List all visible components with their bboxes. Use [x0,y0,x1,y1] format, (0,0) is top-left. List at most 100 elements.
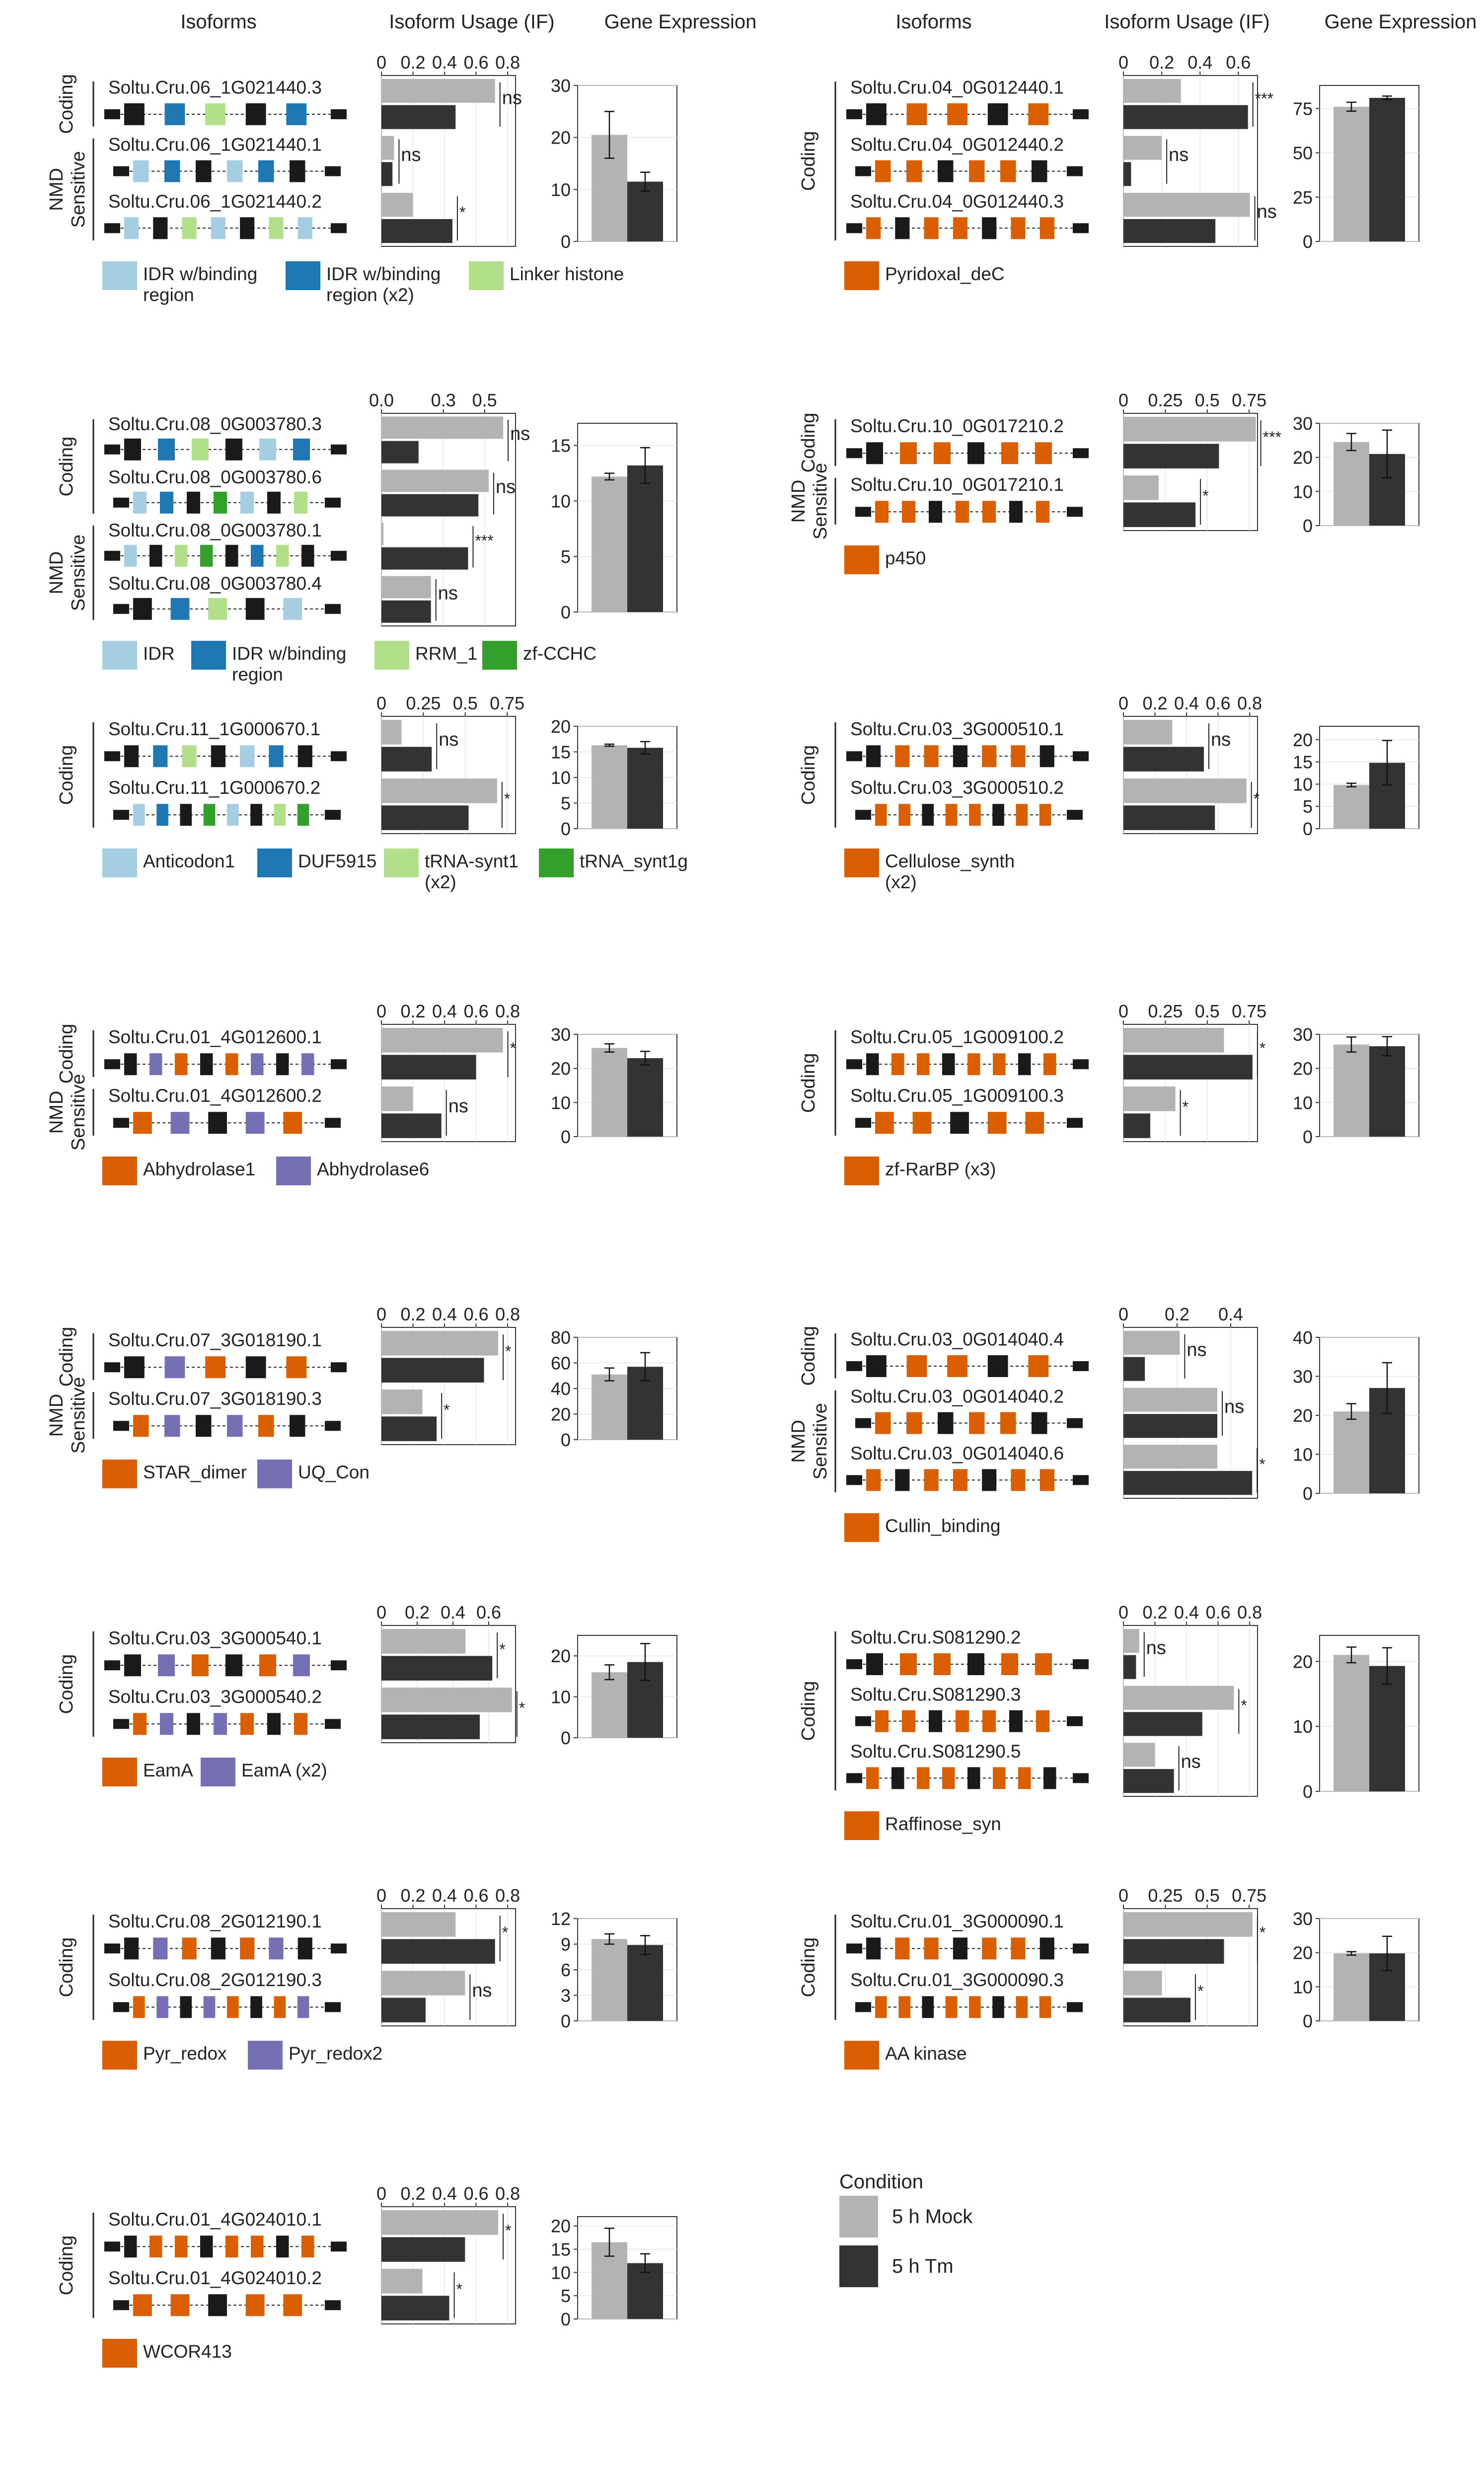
usage-tick-label: 0 [1118,1885,1128,1906]
usage-tick-label: 0.75 [1232,1885,1266,1906]
exon-block [866,1767,879,1789]
exon-block [906,160,922,182]
usage-plot-frame [1123,75,1258,247]
gene-model [846,103,1089,125]
utr-block [325,604,341,614]
exon-block [875,1112,894,1134]
exon-block [891,1767,904,1789]
expression-tick-label: 30 [1293,413,1313,434]
utr-block [331,1362,347,1373]
group-label: NMDSensitive [788,463,831,540]
usage-tick-label: 0.6 [464,1885,489,1906]
utr-block [846,1659,862,1669]
legend-title: Condition [839,2171,924,2193]
exon-block [942,1053,955,1076]
usage-bar-tm [1123,105,1248,129]
utr-block [113,497,129,508]
isoform-id: Soltu.Cru.08_2G012190.1 [108,1911,322,1931]
usage-tick-label: 0.4 [1174,1602,1199,1622]
expression-tick-label: 0 [1303,1127,1313,1147]
exon-block [301,2236,314,2258]
usage-bar-tm [1123,1655,1136,1679]
exon-block [211,1937,225,1960]
significance-label: * [519,1699,525,1717]
isoform-id: Soltu.Cru.01_4G012600.1 [108,1027,322,1047]
domain-label-line: AA kinase [885,2043,967,2064]
gene-model [113,1112,341,1134]
isoform-id: Soltu.Cru.01_3G000090.3 [850,1970,1064,1990]
exon-block [251,2236,264,2258]
usage-bar-tm [381,1939,495,1964]
domain-swatch [844,545,879,574]
utr-block [104,1059,120,1070]
exon-block [967,442,984,464]
utr-block [1073,1361,1089,1371]
domain-label: DUF5915 [298,851,376,871]
exon-block [269,1937,284,1960]
exon-block [227,1415,243,1437]
significance-label: *** [1263,428,1281,446]
usage-tick-label: 0.4 [1187,52,1212,73]
legend-swatch-mock [839,2196,878,2237]
exon-block [1036,1710,1049,1732]
domain-label-line: WCOR413 [143,2341,232,2362]
isoform-id: Soltu.Cru.11_1G000670.2 [108,777,320,798]
exon-block [158,1654,175,1677]
exon-block [182,745,197,768]
exon-block [170,1112,190,1134]
expression-tick-label: 0 [561,1728,571,1748]
utr-block [325,1118,341,1128]
exon-block [967,1053,980,1076]
utr-block [855,2002,871,2012]
group-label-word: Sensitive [68,1377,89,1454]
domain-label: zf-RarBP (x3) [885,1159,996,1179]
utr-block [1073,109,1089,119]
expression-tick-label: 0 [1303,2011,1313,2031]
usage-plot-frame [1123,1625,1258,1797]
group-label-word: Sensitive [810,463,831,540]
usage-tick-label: 0.25 [1148,1001,1183,1021]
exon-block [297,1996,309,2018]
exon-block [1028,1355,1049,1377]
exon-block [133,1415,149,1437]
exon-block [945,804,958,826]
domain-swatch [191,641,226,670]
exon-block [982,501,996,523]
domain-swatch [248,2041,283,2070]
usage-tick-label: 0.5 [453,693,478,713]
exon-block [875,160,891,182]
utr-block [331,1059,347,1070]
exon-block [895,745,910,768]
usage-tick-label: 0.75 [490,693,524,713]
exon-block [124,1356,145,1379]
expression-bar-mock [1334,106,1369,241]
exon-block [953,745,967,768]
expression-tick-label: 5 [561,2286,571,2306]
exon-block [969,1996,981,2018]
exon-block [274,804,286,826]
utr-block [855,1118,871,1128]
domain-label: WCOR413 [143,2341,232,2362]
utr-block [1067,1716,1083,1726]
usage-tick-label: 0 [376,1304,386,1324]
usage-tick-label: 0 [1118,1304,1128,1324]
usage-bar-mock [1123,1971,1162,1996]
usage-tick-label: 0.3 [431,390,456,410]
gene-model [846,442,1089,464]
domain-label: Cellulose_synth(x2) [885,851,1015,892]
usage-bar-tm [1123,1939,1224,1964]
usage-bar-tm [1123,1998,1190,2022]
gene-model [846,1937,1089,1960]
exon-block [1039,217,1054,239]
expression-bar-tm [1369,1666,1405,1791]
exon-block [992,1996,1004,2018]
domain-swatch [469,261,504,290]
exon-block [1035,1653,1052,1675]
legend-label-mock: 5 h Mock [892,2205,973,2228]
exon-block [133,160,149,182]
usage-bar-mock [1123,1388,1217,1412]
isoform-id: Soltu.Cru.08_0G003780.1 [108,520,322,540]
